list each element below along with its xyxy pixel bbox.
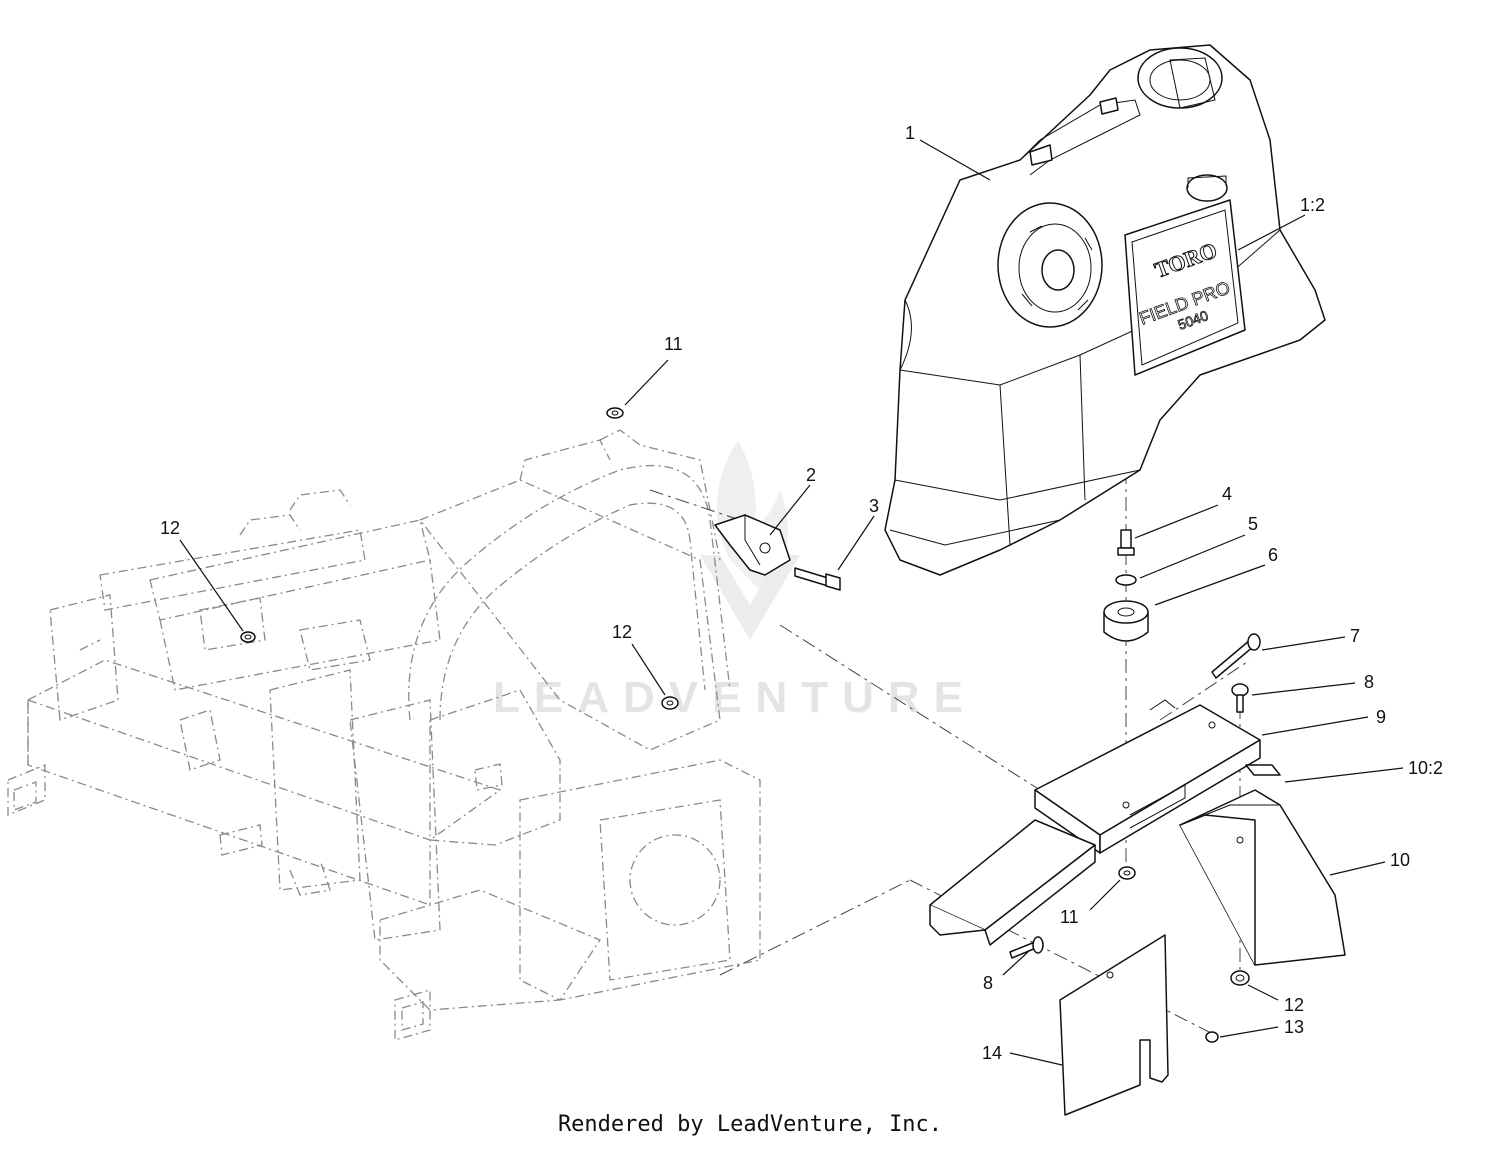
nut-part-11-upper <box>606 407 624 419</box>
callout-5: 5 <box>1248 514 1258 534</box>
shield-part-10 <box>1179 789 1346 966</box>
callout-13: 13 <box>1284 1017 1304 1037</box>
leader-lines <box>179 139 1404 1066</box>
callout-1-2: 1:2 <box>1300 195 1325 215</box>
nut-part-11-lower <box>1118 866 1136 880</box>
callout-8-lower: 8 <box>983 973 993 993</box>
ramp-deflector <box>929 819 1096 946</box>
callout-3: 3 <box>869 496 879 516</box>
callout-14: 14 <box>982 1043 1002 1063</box>
callout-12-middle: 12 <box>612 622 632 642</box>
callout-12-left: 12 <box>160 518 180 538</box>
callout-10-2: 10:2 <box>1408 758 1443 778</box>
bolt-part-3 <box>794 567 841 591</box>
callout-1: 1 <box>905 123 915 143</box>
spacer-part-6 <box>1103 600 1149 642</box>
plate-part-14 <box>1059 934 1169 1116</box>
rivet-part-8-upper <box>1231 683 1249 713</box>
tank-part-1: TORO FIELD PRO 5040 <box>884 44 1326 576</box>
nut-part-12-left <box>240 631 256 643</box>
callout-labels: 1 1:2 2 3 4 5 6 7 8 8 9 10 10:2 11 11 12… <box>160 123 1443 1063</box>
nut-part-12-right <box>1230 970 1250 986</box>
pin-part-7 <box>1211 633 1261 679</box>
callout-11-upper: 11 <box>664 334 683 354</box>
callout-2: 2 <box>806 465 816 485</box>
nut-part-12-middle <box>661 696 679 710</box>
callout-11-lower: 11 <box>1060 907 1079 927</box>
decal-part-10-2 <box>1245 764 1281 776</box>
callout-10: 10 <box>1390 850 1410 870</box>
rivet-part-8-lower <box>1009 936 1044 959</box>
chassis-frame <box>7 429 761 1041</box>
callout-8-upper: 8 <box>1364 672 1374 692</box>
callout-6: 6 <box>1268 545 1278 565</box>
callout-4: 4 <box>1222 484 1232 504</box>
bolt-part-4 <box>1117 529 1135 556</box>
washer-part-5 <box>1115 574 1137 586</box>
footer-credit: Rendered by LeadVenture, Inc. <box>557 1112 943 1137</box>
screw-part-13 <box>1205 1031 1219 1043</box>
bracket-part-2 <box>714 514 791 576</box>
watermark-text: LEADVENTURE <box>493 673 977 722</box>
callout-12-right: 12 <box>1284 995 1304 1015</box>
callout-7: 7 <box>1350 626 1360 646</box>
plate-part-9 <box>1034 699 1261 854</box>
callout-9: 9 <box>1376 707 1386 727</box>
